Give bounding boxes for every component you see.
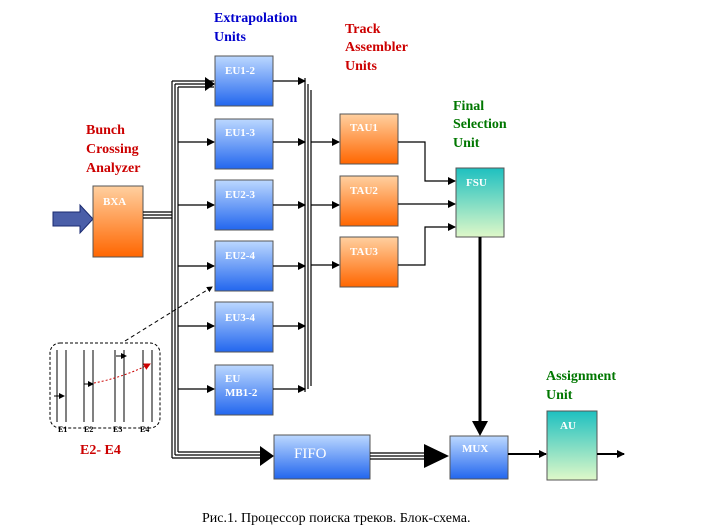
bus-to-tau-arrows (311, 138, 340, 269)
fsu-to-mux-arrow (472, 237, 488, 436)
inset-red-trajectory (93, 363, 151, 384)
eu-group-label: Extrapolation Units (214, 11, 301, 45)
fifo-to-mux-arrow (370, 444, 449, 468)
bus-to-fifo-lines (172, 446, 274, 466)
au-group-label: Assignment Unit (546, 369, 620, 403)
chamber-inset: E1 E2 E3 E4 (49, 342, 161, 434)
eu-box-3 (214, 179, 274, 231)
eu-label-3: EU2-3 (225, 189, 255, 201)
eu-box-4 (214, 240, 274, 292)
eu-boxes: EU1-2 EU1-3 EU2-3 EU2-4 EU3-4 EU MB1-2 (214, 55, 274, 416)
fsu-group-label: Final Selection Unit (453, 99, 510, 151)
tau-box-2 (339, 175, 399, 227)
inset-tick-e3: E3 (113, 425, 122, 434)
eu-label-5: EU3-4 (225, 312, 255, 324)
eu-box-6 (214, 364, 274, 416)
au-label: AU (560, 420, 576, 432)
tau-label-3: TAU3 (350, 246, 378, 258)
au-box (546, 410, 598, 481)
inset-label: E2- E4 (80, 443, 121, 458)
inset-to-eu-pointer (124, 286, 213, 342)
mux-label: MUX (462, 443, 488, 455)
inset-hit-arrows (54, 353, 127, 399)
eu-label-1: EU1-2 (225, 65, 255, 77)
eu-label-2: EU1-3 (225, 127, 255, 139)
eu-label-4: EU2-4 (225, 250, 255, 262)
bxa-label: BXA (103, 196, 126, 208)
inset-frame (49, 342, 161, 429)
tau-label-1: TAU1 (350, 122, 378, 134)
tau-to-fsu-arrows (398, 141, 456, 266)
tau-box-3 (339, 236, 399, 288)
fifo-label: FIFO (294, 446, 327, 462)
eu-box-5 (214, 301, 274, 353)
inset-tick-e1: E1 (58, 425, 67, 434)
fsu-box (455, 167, 505, 238)
bxa-to-bus-lines (143, 211, 172, 219)
eu-to-bus-arrows (273, 77, 306, 393)
inset-tick-e4: E4 (140, 425, 149, 434)
eu-box-1 (214, 55, 274, 107)
eu-box-2 (214, 118, 274, 170)
tau-boxes: TAU1 TAU2 TAU3 (339, 113, 399, 288)
fifo-box (273, 434, 371, 480)
bxa-box (92, 185, 144, 258)
bus-to-eu-arrows (172, 77, 215, 393)
tau-box-1 (339, 113, 399, 165)
inset-chamber-lines (56, 350, 153, 422)
mux-box (449, 435, 509, 480)
left-bus (171, 81, 179, 458)
eu-label-6: EU MB1-2 (225, 373, 258, 399)
input-arrow (52, 203, 94, 235)
fsu-label: FSU (466, 177, 487, 189)
bca-group-label: Bunch Crossing Analyzer (86, 123, 142, 176)
figure-caption: Рис.1. Процессор поиска треков. Блок-схе… (202, 511, 470, 526)
tau-group-label: Track Assembler Units (345, 22, 411, 74)
right-bus (304, 78, 312, 392)
inset-tick-e2: E2 (84, 425, 93, 434)
tau-label-2: TAU2 (350, 185, 378, 197)
